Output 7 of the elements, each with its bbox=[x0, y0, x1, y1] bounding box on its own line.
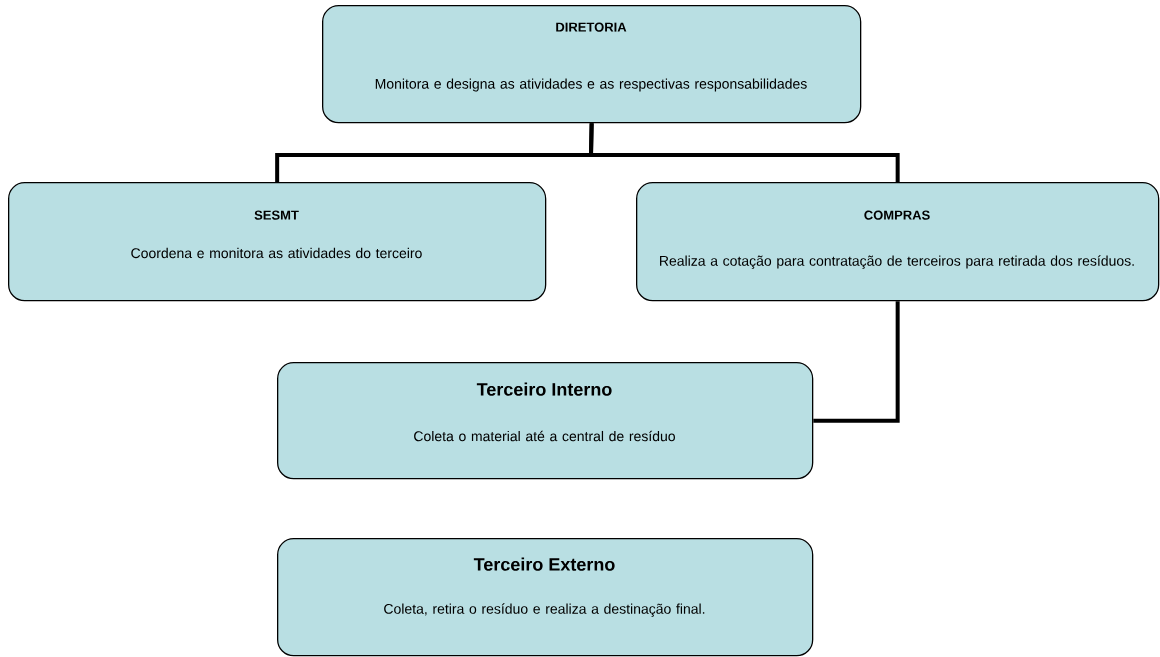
org-box: Terceiro Interno Coleta o material até a central de resíduo bbox=[277, 362, 814, 480]
org-box: COMPRAS Realiza a cotação para contratação de terceiros para retirada dos resíduos. bbox=[636, 182, 1160, 302]
org-box: SESMT Coordena e monitora as atividades do terceiro bbox=[8, 182, 547, 302]
org-box: DIRETORIA Monitora e designa as atividades e as respectivas responsabilidades bbox=[322, 5, 862, 124]
connector-line bbox=[813, 301, 900, 423]
org-box: Terceiro Externo Coleta, retira o resíduo e realiza a destinação final. bbox=[277, 538, 814, 657]
connector-line bbox=[588, 123, 900, 182]
